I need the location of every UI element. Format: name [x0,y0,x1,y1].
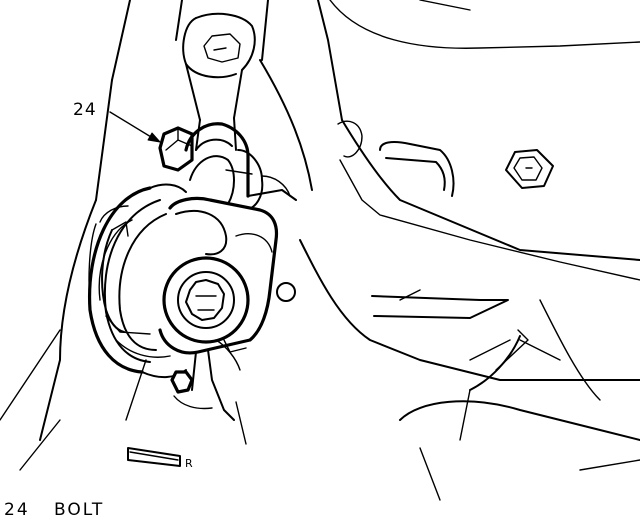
callout-arrow [109,111,161,143]
plate-hole [276,282,296,302]
stamp-marking: R [185,457,193,470]
legend: 24 BOLT [4,500,104,520]
lower-bracket [299,239,640,501]
frame-outline [0,0,640,471]
stamp-tag [127,447,181,467]
upper-link [182,12,256,151]
hex-nut [505,149,554,189]
retaining-clip [337,120,455,197]
pulley-damper [87,183,187,378]
callout-label: 24 [73,100,97,120]
legend-name: BOLT [54,500,105,520]
legend-number: 24 [4,500,30,520]
yoke-joint [184,122,297,211]
lower-shaft [125,339,247,445]
main-housing [158,196,279,355]
